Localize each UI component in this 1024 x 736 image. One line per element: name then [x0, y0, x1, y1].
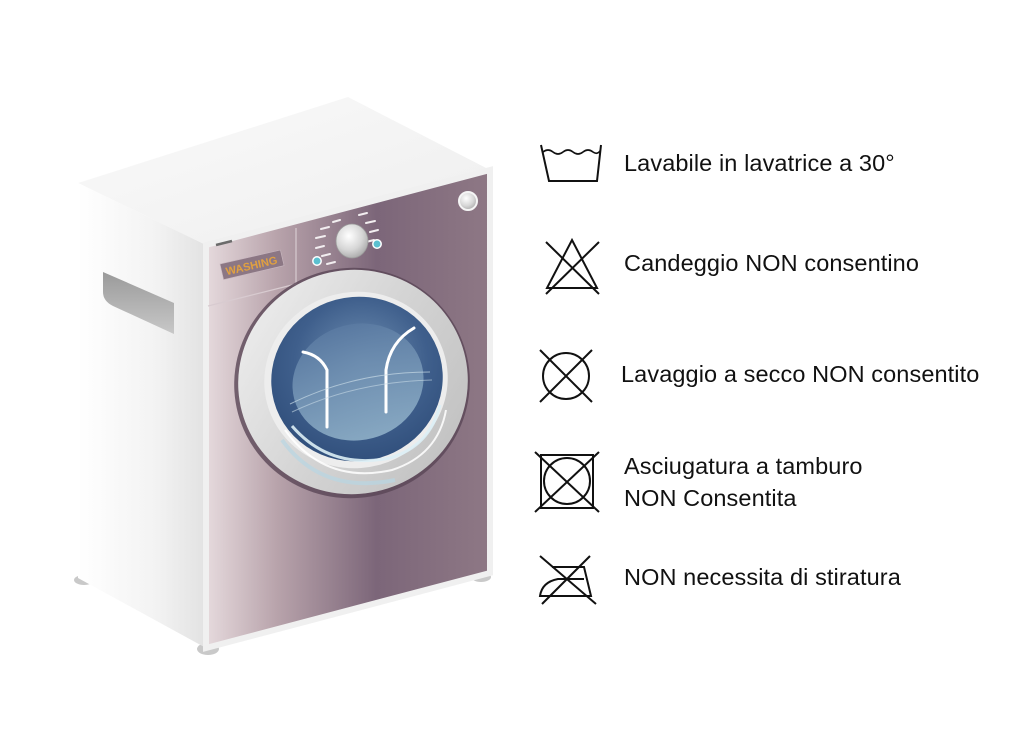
indicator-light-left [312, 256, 322, 266]
no-iron-icon [538, 555, 597, 605]
care-text: Lavabile in lavatrice a 30° [624, 150, 895, 176]
machine-side [78, 183, 206, 648]
power-button [458, 191, 478, 211]
machine-top [78, 97, 490, 245]
wash-tub-30-icon [540, 144, 602, 182]
care-text: Lavaggio a secco NON consentito [621, 361, 980, 387]
no-tumble-dry-icon [534, 451, 600, 513]
indicator-light-right [372, 239, 382, 249]
care-text: Candeggio NON consentino [624, 250, 920, 276]
program-dial [335, 223, 369, 259]
no-dry-clean-icon [539, 349, 593, 403]
door [234, 267, 470, 499]
washing-machine-illustration: WASHING [74, 97, 493, 655]
care-text: NON necessita di stiratura [624, 564, 901, 590]
no-bleach-icon [545, 237, 600, 295]
care-text: Asciugatura a tamburo NON Consentita [624, 453, 863, 511]
side-handle [103, 272, 174, 334]
